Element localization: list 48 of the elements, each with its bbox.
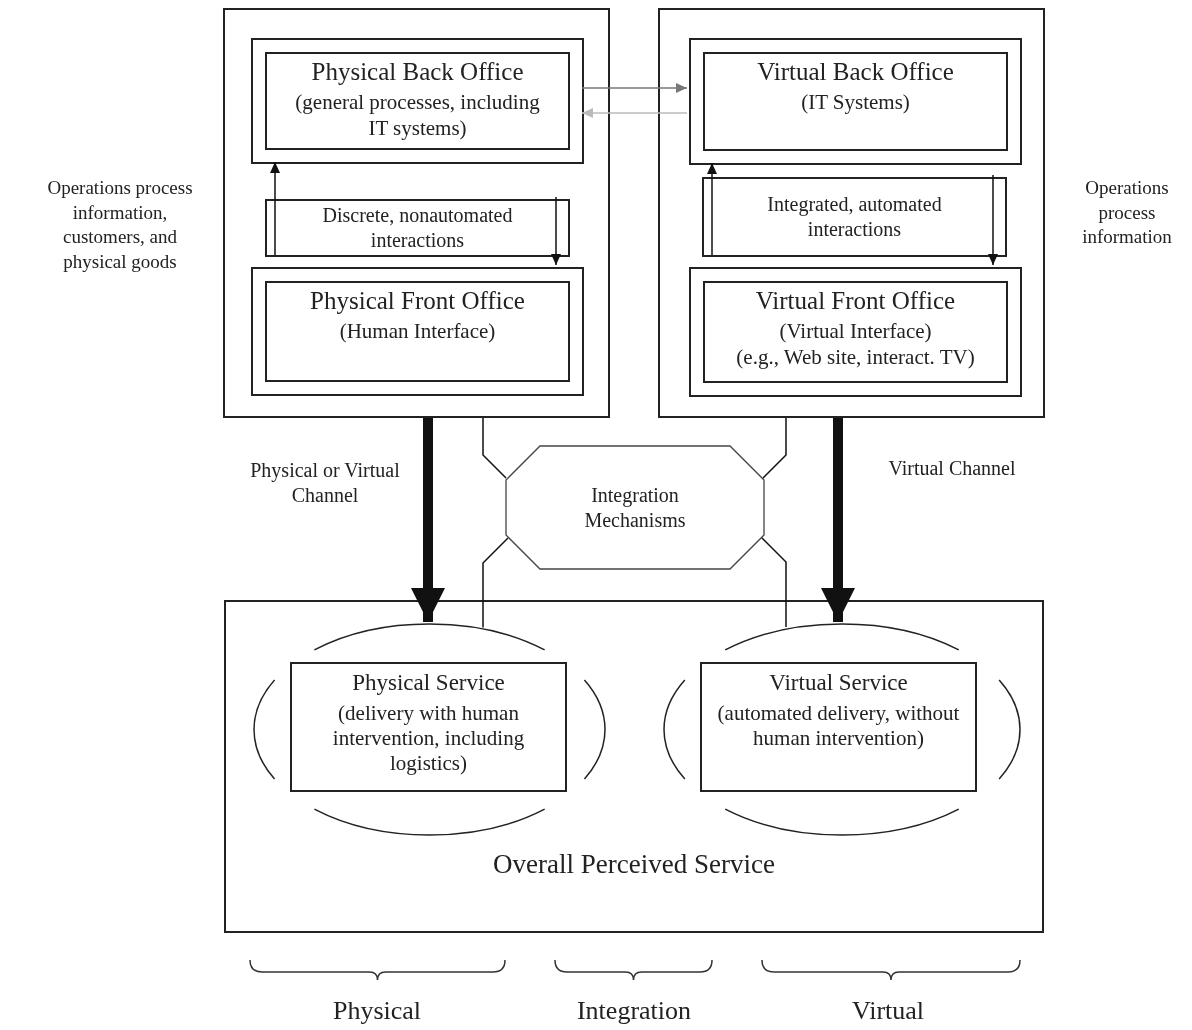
- ellipse-outline: [252, 622, 607, 837]
- thick-arrow: [411, 418, 445, 622]
- box-text: Integration Mechanisms: [583, 482, 687, 533]
- side-note: Operations process information: [1081, 176, 1173, 250]
- interaction-box: [702, 177, 1007, 257]
- box-title: Virtual Front Office: [755, 286, 956, 316]
- box-text: (IT Systems): [801, 88, 910, 115]
- process-box: [251, 267, 584, 396]
- section-label: Physical: [331, 995, 423, 1027]
- arrow: [551, 196, 561, 266]
- box-text: (Virtual Interface): [779, 317, 932, 344]
- box-title: Physical Front Office: [310, 286, 525, 316]
- service-panel: [224, 600, 1044, 933]
- box-text: (automated delivery, without human intervention): [716, 700, 961, 751]
- connector-line: [761, 537, 787, 628]
- arrow: [988, 174, 998, 266]
- box-title: Virtual Back Office: [757, 57, 954, 87]
- process-box: [689, 267, 1022, 397]
- box-text: (general processes, including IT systems): [294, 88, 541, 141]
- ellipse-outline: [662, 622, 1022, 837]
- thick-arrow: [821, 418, 855, 622]
- box-text: Integrated, automated interactions: [766, 192, 943, 242]
- connector-line: [482, 417, 507, 479]
- box-text: (delivery with human intervention, including logistics): [331, 700, 526, 777]
- box-text: (Human Interface): [339, 317, 496, 344]
- service-box: [700, 662, 977, 792]
- process-box: [251, 38, 584, 164]
- arrow: [270, 161, 280, 256]
- side-note: Operations process information, customers, and physical goods: [46, 176, 194, 275]
- office-panel: [223, 8, 610, 418]
- arrow: [581, 108, 688, 118]
- arrow: [581, 83, 688, 93]
- interaction-box: [265, 199, 570, 257]
- office-panel: [658, 8, 1045, 418]
- service-box: [290, 662, 567, 792]
- section-label: Virtual: [850, 995, 926, 1027]
- connector-line: [482, 537, 509, 629]
- box-text: Discrete, nonautomated interactions: [321, 203, 514, 253]
- octagon-node: [505, 445, 765, 570]
- box-title: Physical Back Office: [311, 57, 524, 87]
- section-label: Integration: [575, 995, 693, 1027]
- process-box: [689, 38, 1022, 165]
- box-title: Physical Service: [352, 669, 505, 697]
- connector-line: [762, 417, 787, 479]
- panel-title: Overall Perceived Service: [492, 848, 776, 881]
- box-title: Virtual Service: [769, 669, 908, 697]
- box-text: (e.g., Web site, interact. TV): [736, 343, 975, 370]
- arrow: [707, 162, 717, 256]
